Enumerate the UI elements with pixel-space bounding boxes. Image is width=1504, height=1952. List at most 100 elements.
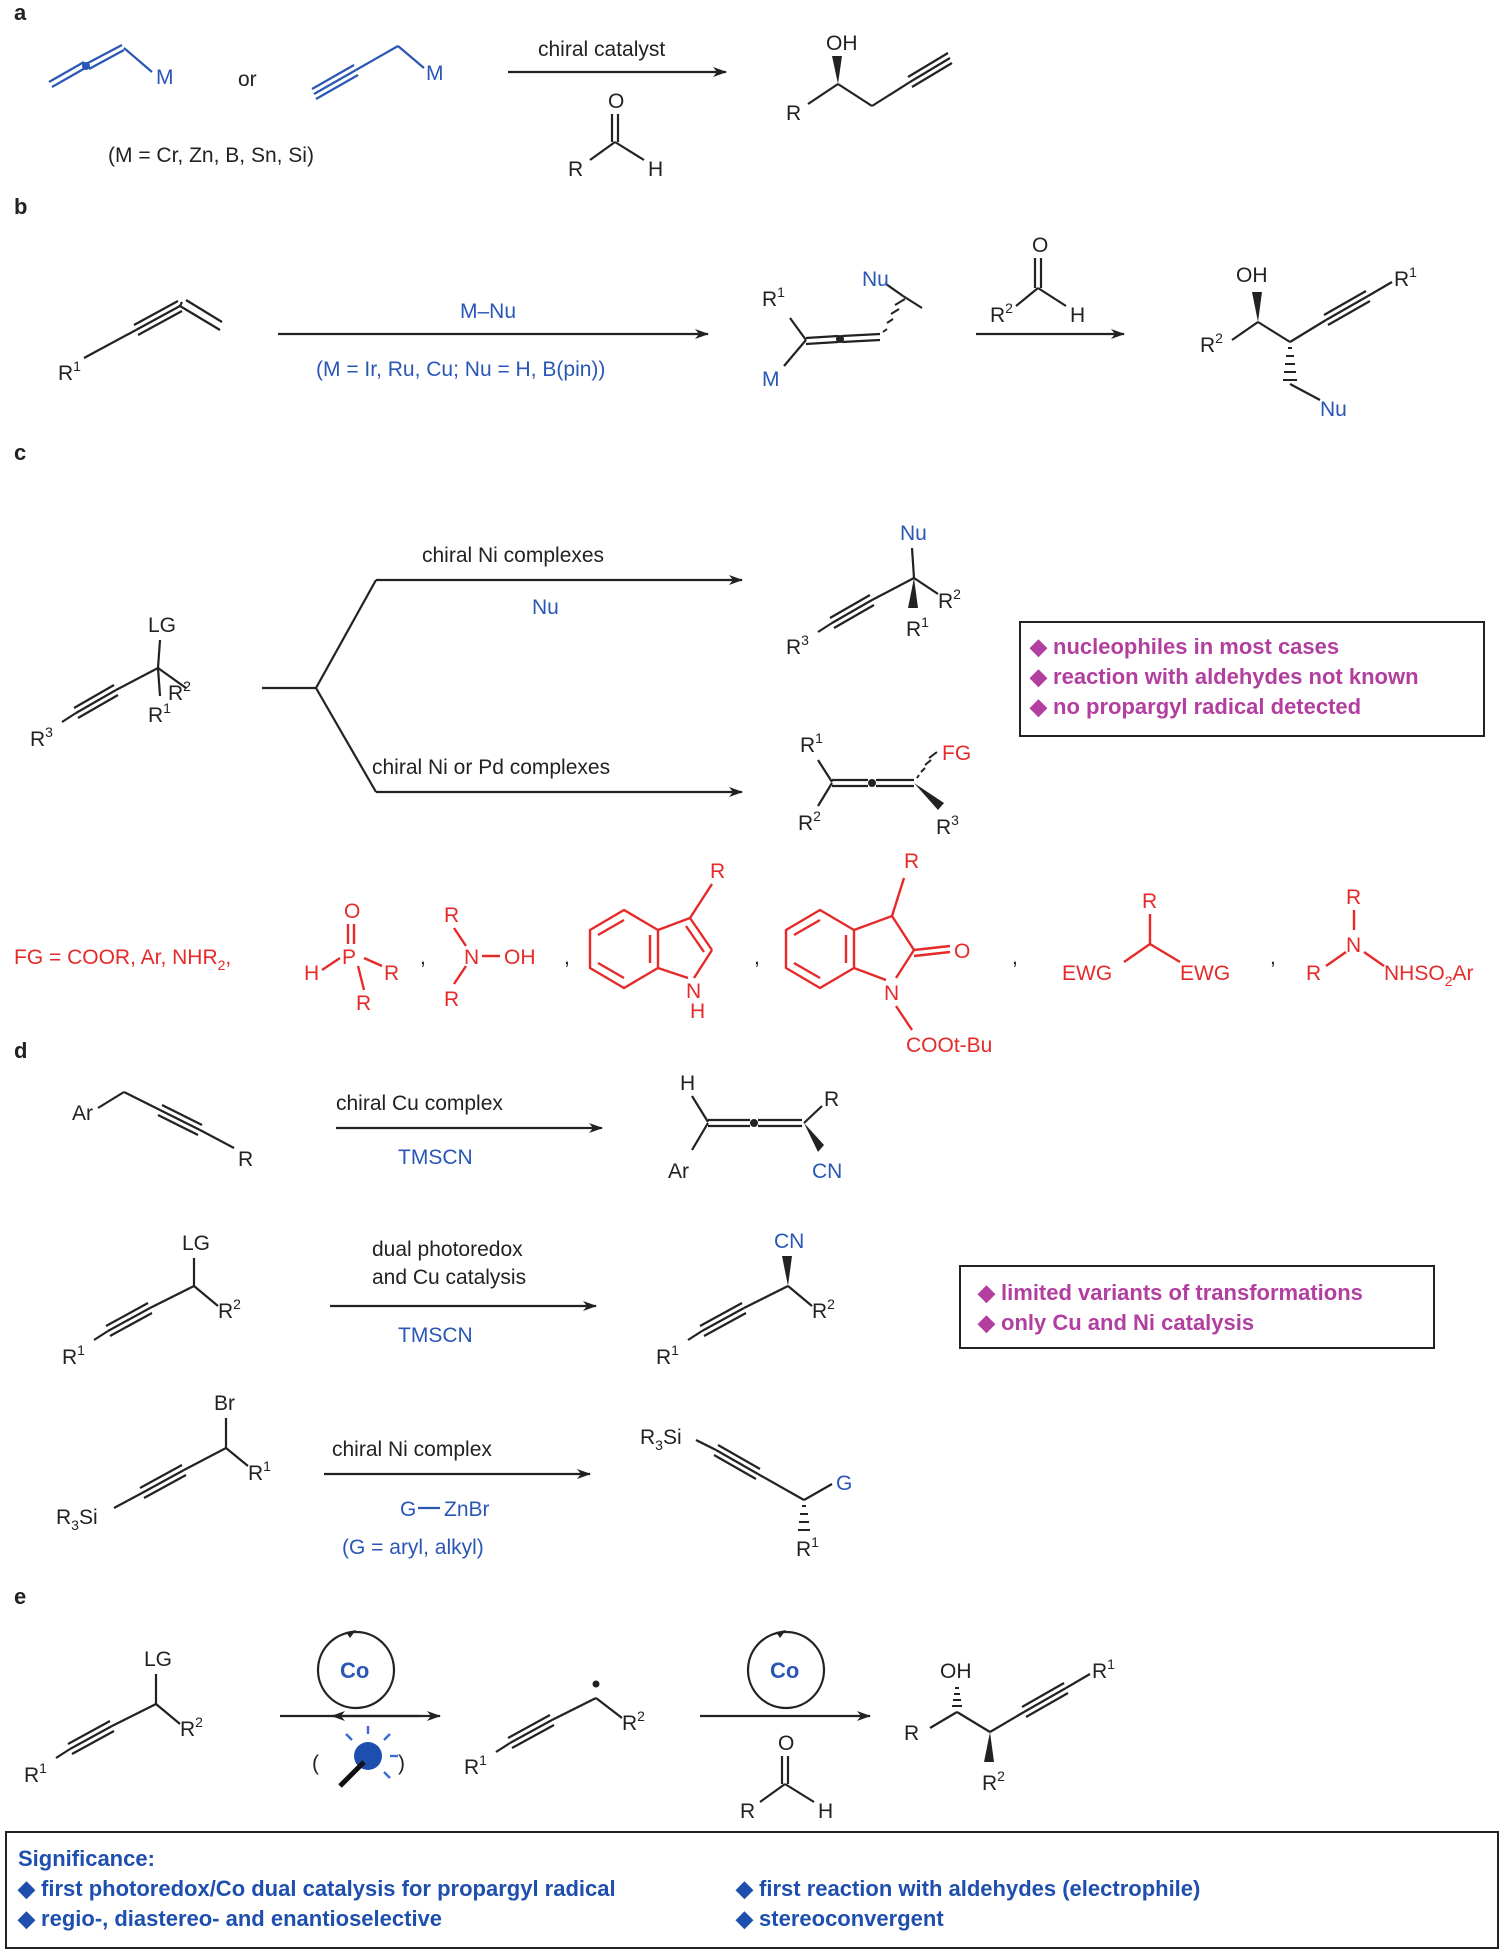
propargyl-lg: LG R2 R1 R3	[30, 614, 191, 751]
notes-box-d	[959, 1265, 1435, 1349]
svg-text:Ar: Ar	[668, 1160, 689, 1183]
metal-list: (M = Cr, Zn, B, Sn, Si)	[108, 144, 314, 167]
d-row3-prod: R3Si G R1	[640, 1426, 852, 1561]
svg-text:H: H	[1070, 304, 1085, 327]
reagent-c-bottom: chiral Ni or Pd complexes	[372, 756, 610, 779]
svg-text:,: ,	[564, 946, 570, 969]
d-row2-prod: CN R2 R1	[656, 1230, 835, 1369]
svg-text:R1: R1	[762, 284, 785, 311]
svg-text:R: R	[384, 962, 399, 985]
product-b: OH R2 R1 Nu	[1200, 264, 1417, 421]
svg-text:Nu: Nu	[900, 522, 927, 545]
svg-text:R: R	[1346, 886, 1361, 909]
product-c-top: Nu R3 R1 R2	[786, 522, 961, 659]
significance-item: first photoredox/Co dual catalysis for p…	[41, 1876, 616, 1901]
d-row2-sm: LG R2 R1	[62, 1232, 241, 1369]
svg-text:R: R	[786, 102, 801, 125]
nu-d2: TMSCN	[398, 1324, 473, 1347]
svg-text:R1: R1	[800, 730, 823, 757]
reagent-c-top: chiral Ni complexes	[422, 544, 604, 567]
svg-text:R: R	[1306, 962, 1321, 985]
svg-text:R3: R3	[30, 724, 53, 751]
light-icon: ( )	[312, 1726, 405, 1788]
reagent-b: M–Nu	[460, 300, 516, 323]
conditions-b: (M = Ir, Ru, Cu; Nu = H, B(pin))	[316, 358, 605, 381]
svg-text:R2: R2	[1200, 330, 1223, 357]
svg-text:Co: Co	[340, 1658, 369, 1683]
svg-text:◆ nucleophiles in most cases: ◆ nucleophiles in most cases	[1029, 634, 1339, 659]
svg-text:◆ first photoredox/Co dual cat: ◆ first photoredox/Co dual catalysis for…	[17, 1876, 616, 1901]
oxindole: O R N COOt-Bu	[784, 850, 992, 1057]
svg-text:R1: R1	[1092, 1656, 1115, 1683]
svg-text:Ar: Ar	[72, 1102, 93, 1125]
svg-text:R2: R2	[622, 1708, 645, 1735]
svg-text:CN: CN	[774, 1230, 804, 1253]
svg-text:R1: R1	[656, 1342, 679, 1369]
svg-text:R2: R2	[982, 1768, 1005, 1795]
svg-text:Br: Br	[214, 1392, 235, 1415]
svg-text:P: P	[342, 946, 356, 969]
svg-text:OH: OH	[940, 1660, 972, 1683]
enyne: R1	[58, 299, 223, 385]
svg-text:H: H	[680, 1072, 695, 1095]
svg-text:R: R	[568, 158, 583, 181]
svg-text:O: O	[778, 1732, 794, 1755]
svg-text:,: ,	[1012, 946, 1018, 969]
notes-box-c	[1019, 621, 1485, 737]
allenyl-intermediate: R1 M Nu	[762, 268, 923, 391]
svg-text:COOt-Bu: COOt-Bu	[906, 1034, 992, 1057]
reagent-d2-line2: and Cu catalysis	[372, 1266, 526, 1289]
svg-text:N: N	[884, 982, 899, 1005]
nu-d3: G ZnBr	[400, 1498, 490, 1521]
svg-text:(: (	[312, 1752, 319, 1775]
svg-text:FG: FG	[942, 742, 971, 765]
svg-text:N: N	[686, 980, 701, 1003]
notes-d: ◆ limited variants of transformations ◆ …	[977, 1280, 1363, 1335]
svg-text:R2: R2	[938, 586, 961, 613]
panel-c: LG R2 R1 R3 chiral Ni complexes Nu chira…	[14, 522, 1485, 1057]
svg-text:R: R	[904, 850, 919, 873]
svg-text:R: R	[444, 904, 459, 927]
svg-text:Nu: Nu	[862, 268, 889, 291]
panel-label-c: c	[14, 440, 26, 465]
panel-a: M or M (M = Cr, Zn, B, Sn, Si) chiral ca…	[48, 32, 953, 181]
svg-text:OH: OH	[504, 946, 536, 969]
svg-text:LG: LG	[148, 614, 176, 637]
svg-text:R3: R3	[786, 632, 809, 659]
notes-c: ◆ nucleophiles in most cases ◆ reaction …	[1029, 634, 1419, 719]
svg-text:R3: R3	[936, 812, 959, 839]
significance-item: stereoconvergent	[759, 1906, 944, 1931]
svg-text:Co: Co	[770, 1658, 799, 1683]
svg-text:◆ stereoconvergent: ◆ stereoconvergent	[735, 1906, 944, 1931]
reagent-d1: chiral Cu complex	[336, 1092, 503, 1115]
svg-text:G: G	[400, 1498, 416, 1521]
svg-text:O: O	[608, 90, 624, 113]
aldehyde-b: O R2 H	[990, 234, 1085, 327]
panel-b: R1 M–Nu (M = Ir, Ru, Cu; Nu = H, B(pin))…	[58, 234, 1417, 421]
svg-text:R2: R2	[798, 808, 821, 835]
d-row1-prod: H Ar R CN	[668, 1072, 842, 1183]
svg-text:R: R	[238, 1148, 253, 1171]
fg-label: FG = COOR, Ar, NHR2,	[14, 946, 231, 973]
svg-text:R1: R1	[62, 1342, 85, 1369]
co-cycle-2: Co	[746, 1630, 826, 1710]
significance-title: Significance:	[18, 1846, 155, 1871]
svg-text:O: O	[954, 940, 970, 963]
svg-text:M: M	[762, 368, 780, 391]
svg-text:R1: R1	[248, 1458, 271, 1485]
nu-c-top: Nu	[532, 596, 559, 619]
svg-text:H: H	[648, 158, 663, 181]
svg-text:Nu: Nu	[1320, 398, 1347, 421]
svg-text:R: R	[740, 1800, 755, 1823]
svg-text:G: G	[836, 1472, 852, 1495]
svg-text:R3Si: R3Si	[640, 1426, 682, 1453]
svg-text:LG: LG	[182, 1232, 210, 1255]
svg-text:◆ first reaction with aldehyde: ◆ first reaction with aldehydes (electro…	[735, 1876, 1200, 1901]
panel-label-d: d	[14, 1038, 27, 1063]
reagent-a: chiral catalyst	[538, 38, 665, 61]
hydrazide: R N R NHSO2Ar	[1306, 886, 1473, 989]
svg-text:R2: R2	[218, 1296, 241, 1323]
svg-text:H: H	[304, 962, 319, 985]
svg-text:N: N	[464, 946, 479, 969]
panel-label-b: b	[14, 194, 27, 219]
